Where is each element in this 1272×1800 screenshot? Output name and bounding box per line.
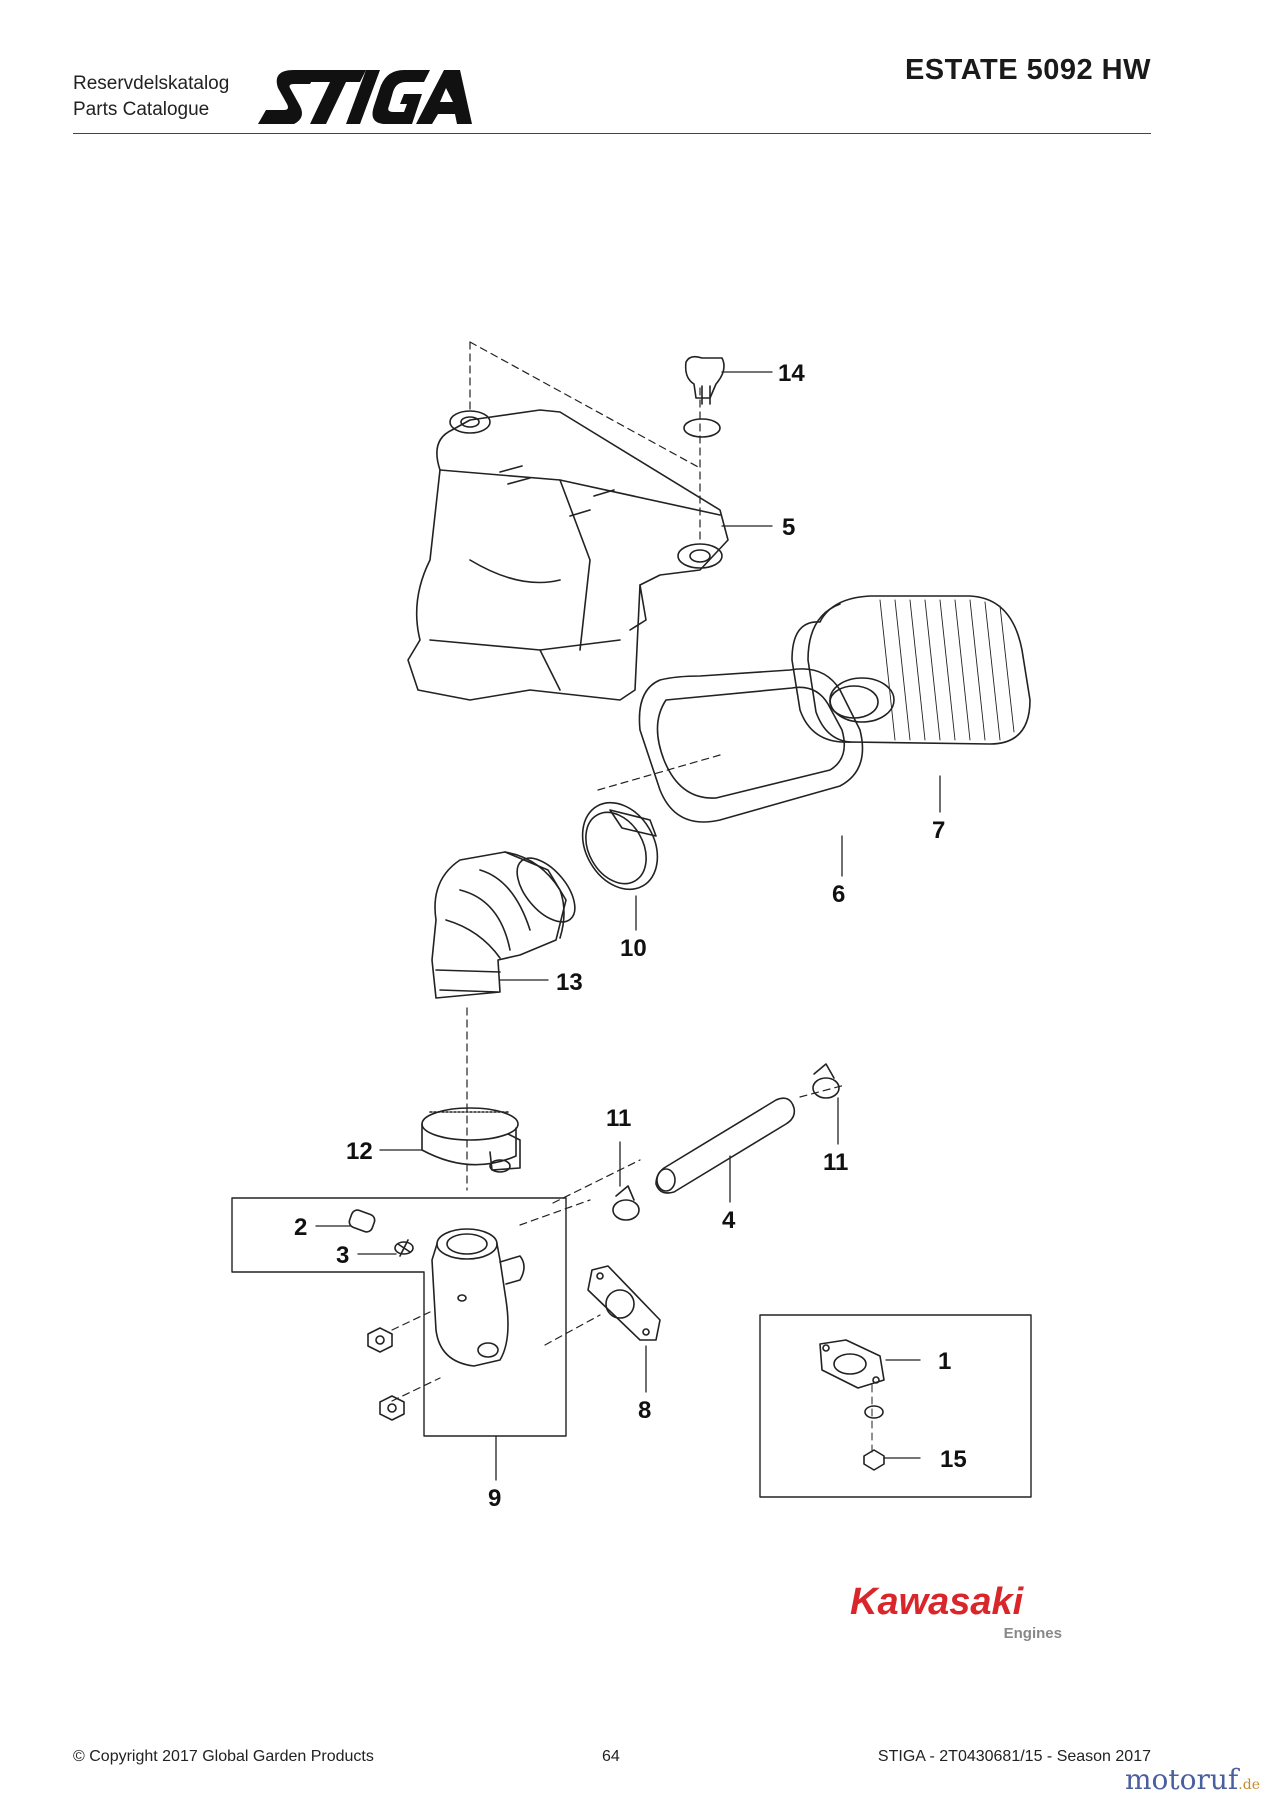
callout-7: 7 (932, 817, 945, 844)
small-clamp-part (612, 1185, 640, 1221)
copyright-text: © Copyright 2017 Global Garden Products (73, 1748, 374, 1765)
elbow-hose-part (431, 851, 576, 999)
assembly-bracket-9 (231, 1197, 567, 1437)
callout-15: 15 (940, 1446, 967, 1473)
header-divider (73, 133, 1151, 134)
callout-12: 12 (346, 1138, 373, 1165)
knob-part (684, 355, 725, 405)
callout-labels: 14 5 7 6 10 13 12 11 11 4 2 3 8 9 1 15 (294, 360, 967, 1512)
nut-part (367, 1327, 393, 1353)
intake-elbow-part (431, 1228, 525, 1367)
air-cleaner-cover-part (407, 409, 729, 701)
catalog-label-swedish: Reservdelskatalog (73, 73, 230, 94)
inset-box (759, 1314, 1032, 1498)
callout-3: 3 (336, 1242, 349, 1269)
washer-part (864, 1405, 884, 1419)
callout-14: 14 (778, 360, 805, 387)
kawasaki-sub-text: Engines (1004, 1625, 1062, 1642)
callout-1: 1 (938, 1348, 951, 1375)
page-number: 64 (602, 1748, 620, 1765)
model-title: ESTATE 5092 HW (904, 54, 1151, 86)
callout-9: 9 (488, 1485, 501, 1512)
o-ring-part (683, 418, 721, 438)
pre-cleaner-part (638, 668, 864, 823)
gasket-part (587, 1265, 661, 1341)
stiga-logo (258, 70, 472, 124)
watermark-tld: .de (1238, 1777, 1260, 1793)
large-clamp-part (421, 1107, 521, 1173)
watermark-text: motoruf (1124, 1763, 1239, 1796)
kawasaki-brand-text: Kawasaki (850, 1581, 1025, 1623)
callout-10: 10 (620, 935, 647, 962)
callout-11-right: 11 (823, 1149, 848, 1176)
watermark: motoruf.de (1125, 1763, 1260, 1796)
hose-clamp-part (581, 801, 659, 891)
air-filter-element-part (791, 595, 1031, 745)
nut-part (379, 1395, 405, 1421)
assembly-guide-lines (391, 341, 873, 1456)
breather-tube-part (655, 1097, 796, 1194)
document-reference: STIGA - 2T0430681/15 - Season 2017 (877, 1748, 1151, 1765)
kawasaki-engines-logo: Kawasaki Engines (850, 1581, 1062, 1642)
callout-2: 2 (294, 1214, 307, 1241)
clip-part (394, 1239, 414, 1257)
inset-nut-part (863, 1449, 885, 1471)
callout-5: 5 (782, 514, 795, 541)
nipple-part (348, 1209, 376, 1233)
callout-11-left: 11 (606, 1105, 631, 1132)
callout-13: 13 (556, 969, 583, 996)
catalog-label-english: Parts Catalogue (73, 99, 210, 120)
leader-lines (315, 371, 941, 1481)
callout-6: 6 (832, 881, 845, 908)
flange-gasket-part (819, 1339, 885, 1389)
callout-4: 4 (722, 1207, 736, 1234)
callout-8: 8 (638, 1397, 651, 1424)
small-clamp-part (812, 1063, 840, 1099)
